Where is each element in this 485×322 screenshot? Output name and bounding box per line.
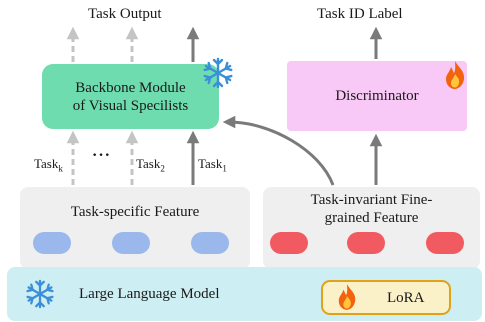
ellipsis: ··· [92,147,112,164]
task-1-label: Task1 [198,156,227,174]
task-invariant-line-1: Task-invariant Fine- [310,192,433,208]
task-specific-token [191,232,229,254]
snowflake-icon [25,279,55,309]
backbone-line-2: of Visual Specilists [72,97,189,114]
flame-icon [338,284,356,310]
task-invariant-token [426,232,464,254]
llm-label: Large Language Model [79,286,220,302]
discriminator: Discriminator [287,61,467,131]
task-invariant-token [270,232,308,254]
lora-label: LoRA [387,289,425,306]
task-specific-feature-label: Task-specific Feature [70,204,200,220]
task-specific-token [112,232,150,254]
task-2-label: Task2 [136,156,165,174]
snowflake-icon [202,57,234,89]
task-k-label: Taskk [34,156,63,174]
task-specific-token [33,232,71,254]
invariant-to-backbone-arrow [222,115,335,186]
discriminator-label: Discriminator [335,88,419,104]
task-invariant-token [347,232,385,254]
backbone-module: Backbone Module of Visual Specilists [42,64,219,129]
task-specific-feature-panel: Task-specific Feature [20,187,250,269]
task-id-label: Task ID Label [317,6,403,22]
task-invariant-line-2: grained Feature [324,210,419,226]
backbone-line-1: Backbone Module [75,79,186,96]
task-output-label: Task Output [88,6,162,22]
task-invariant-feature-panel: Task-invariant Fine- grained Feature [263,187,480,269]
flame-icon [446,61,465,89]
